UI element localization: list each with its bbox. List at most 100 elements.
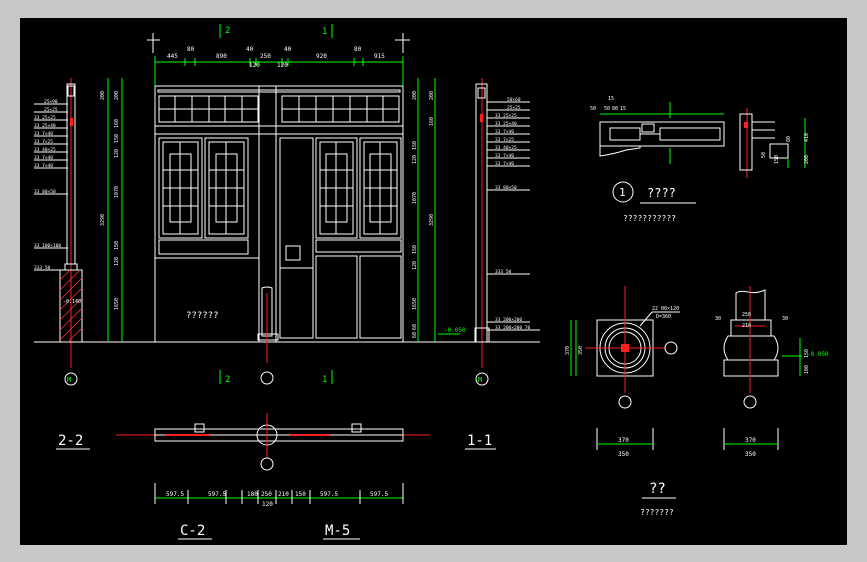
- dim: 80: [354, 46, 362, 53]
- detail-number: 1: [619, 186, 626, 199]
- base-subtitle: ???????: [640, 508, 674, 517]
- dim: 200: [412, 91, 418, 100]
- leader-label: 33 40×25: [495, 145, 517, 151]
- dim: 50: [761, 152, 767, 158]
- dim: 40: [284, 46, 292, 53]
- dim: 915: [374, 53, 385, 60]
- leader-label: 33 25×25: [495, 113, 517, 119]
- section-mark: 1: [322, 27, 327, 37]
- dim: 350: [578, 346, 584, 355]
- left-section: -0.140 M 25×90 25×25 33 25×25 33 25×40 3…: [34, 78, 123, 386]
- leader-label: 33 100×100: [34, 243, 61, 249]
- section-markers: 2 1 2 1: [219, 24, 333, 385]
- title-m5: M-5: [325, 523, 350, 539]
- dim: 80: [786, 136, 792, 142]
- dim: 1070: [412, 192, 418, 204]
- leader-label: 22 00×120: [652, 306, 679, 312]
- level-mark: -0.050: [807, 351, 829, 358]
- dim: 120: [114, 257, 120, 266]
- dim: 200: [429, 91, 435, 100]
- section-titles: 2-2 1-1 C-2 M-5: [56, 433, 496, 540]
- dim: 250: [260, 53, 271, 60]
- leader-label: 50×60: [507, 97, 521, 103]
- leader-label: 33 200×200 70: [495, 325, 531, 331]
- dim: 445: [167, 53, 178, 60]
- base-title: ??: [649, 481, 666, 497]
- dim: 210: [278, 491, 289, 498]
- dim: 120: [114, 149, 120, 158]
- dim: 80: [187, 46, 195, 53]
- dim: 350: [618, 451, 629, 458]
- leader-label: 333 50: [34, 265, 51, 271]
- leader-label: 33 7×40: [495, 153, 514, 159]
- leader-label: 33 80×50: [495, 185, 517, 191]
- dim: 597.5: [208, 491, 226, 498]
- leader-label: 33 7×40: [34, 163, 53, 169]
- section-mark: 2: [225, 26, 230, 36]
- detail-1: 15 50 50 80 15 410 200 150 80 50 1 ???? …: [590, 96, 810, 223]
- front-elevation: ??????: [34, 85, 540, 385]
- dim: 350: [745, 451, 756, 458]
- leader-label: 33 7×40: [34, 155, 53, 161]
- dim: 150: [412, 245, 418, 254]
- left-labels: 25×90 25×25 33 25×25 33 25×40 33 7×40 33…: [34, 99, 61, 271]
- axis-bubble-label: M: [478, 376, 482, 384]
- dim: 120: [412, 261, 418, 270]
- dim: 200: [100, 91, 106, 100]
- dim: 120: [262, 501, 273, 508]
- title-1-1: 1-1: [467, 433, 492, 449]
- dim: 920: [316, 53, 327, 60]
- dim: 150: [804, 349, 810, 358]
- dim: 160: [429, 117, 435, 126]
- level-mark: -0.050: [444, 327, 466, 334]
- dim: 370: [565, 346, 571, 355]
- column-base-elevation: 30 250 30 210 150 100 -0.050 370 350 ?? …: [640, 286, 829, 517]
- dim: 50: [590, 106, 596, 112]
- dim: 150: [774, 155, 780, 164]
- leader-label: 33 7×40: [495, 129, 514, 135]
- dim: 3290: [429, 214, 435, 226]
- plan-view: 597.5 597.5 180 250 210 150 597.5 597.5 …: [116, 413, 430, 508]
- leader-label: 33 80×50: [34, 189, 56, 195]
- leader-label: 33 7×40: [34, 131, 53, 137]
- dim: 200: [804, 155, 810, 164]
- leader-label: D=360: [656, 314, 671, 320]
- dim: 210: [742, 323, 751, 329]
- transom-right: [281, 95, 400, 123]
- title-2-2: 2-2: [58, 433, 83, 449]
- bottom-dims: 597.5 597.5 180 250 210 150 597.5 597.5 …: [166, 491, 388, 508]
- detail-subtitle: ???????????: [623, 214, 676, 223]
- dim: 3290: [100, 214, 106, 226]
- left-leaders: [34, 103, 68, 271]
- dim: 250: [261, 491, 272, 498]
- dim: 120: [277, 62, 288, 69]
- dim: 30: [782, 316, 788, 322]
- cad-canvas[interactable]: ?????? 445 80 890 40 250 40 920 80 915 1…: [20, 18, 847, 545]
- dim: 200: [114, 91, 120, 100]
- leader-label: 25×90: [44, 99, 58, 105]
- dim: 60: [412, 324, 418, 330]
- leader-label: 333 50: [495, 269, 512, 275]
- right-labels: 50×60 25×25 33 25×25 33 25×40 33 7×40 33…: [495, 97, 531, 331]
- left-vertical-dims: 200 200 150 160 120 1070 3290 150 120 16…: [100, 91, 120, 310]
- leader-label: 33 25×40: [495, 121, 517, 127]
- dim: 120: [412, 155, 418, 164]
- detail-title: ????: [647, 186, 676, 200]
- leader-label: 33 25×25: [34, 115, 56, 121]
- transom-left: [158, 95, 259, 123]
- axis-bubble-label: M: [67, 376, 71, 384]
- dim: 1650: [114, 298, 120, 310]
- title-c2: C-2: [180, 523, 205, 539]
- dim: 120: [249, 62, 260, 69]
- elevation-note: ??????: [186, 311, 219, 321]
- dim: 250: [742, 312, 751, 318]
- dim: 40: [246, 46, 254, 53]
- dim: 597.5: [320, 491, 338, 498]
- dim: 890: [216, 53, 227, 60]
- drawing: ?????? 445 80 890 40 250 40 920 80 915 1…: [34, 24, 829, 540]
- dim: 370: [618, 437, 629, 444]
- dim: 150: [295, 491, 306, 498]
- right-leaders: [487, 101, 540, 331]
- dim: 180: [247, 491, 258, 498]
- leader-label: 25×25: [507, 105, 521, 111]
